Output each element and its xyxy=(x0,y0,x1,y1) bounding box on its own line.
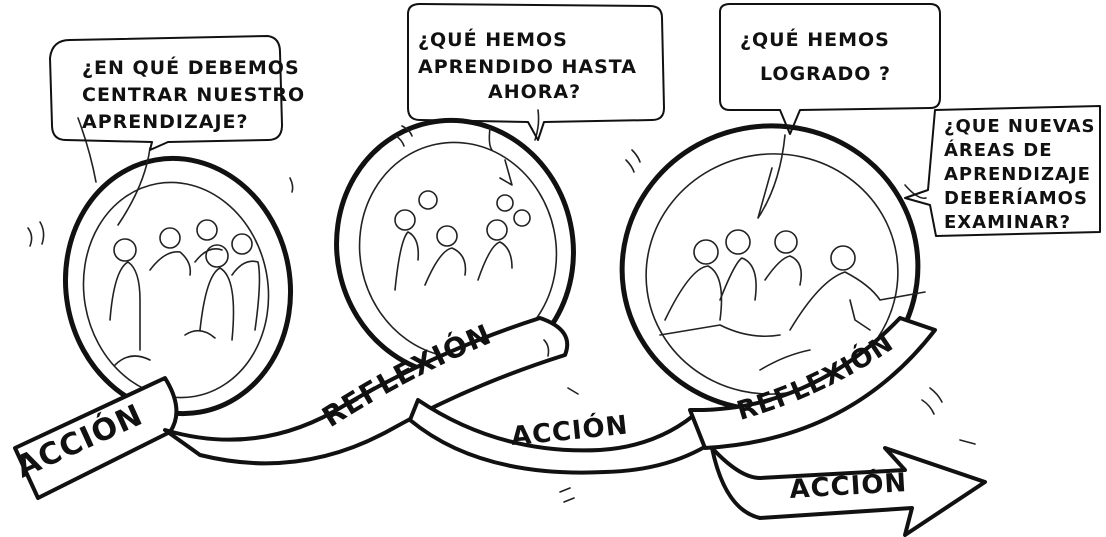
svg-text:LOGRADO ?: LOGRADO ? xyxy=(760,63,891,85)
svg-text:CENTRAR NUESTRO: CENTRAR NUESTRO xyxy=(82,84,305,106)
svg-text:¿QUE NUEVAS: ¿QUE NUEVAS xyxy=(944,116,1096,137)
svg-text:APRENDIDO HASTA: APRENDIDO HASTA xyxy=(418,56,637,78)
label-accion-2: ACCIÓN xyxy=(510,410,630,452)
speech-bubble-2: ¿QUÉ HEMOS APRENDIDO HASTA AHORA? xyxy=(407,3,665,141)
svg-text:¿QUÉ HEMOS: ¿QUÉ HEMOS xyxy=(418,28,568,51)
svg-text:¿QUÉ HEMOS: ¿QUÉ HEMOS xyxy=(740,28,890,51)
svg-text:¿EN QUÉ DEBEMOS: ¿EN QUÉ DEBEMOS xyxy=(82,56,300,79)
people-group-3 xyxy=(659,229,926,371)
action-reflection-band xyxy=(13,316,987,537)
people-group-1 xyxy=(109,219,261,366)
people-group-2 xyxy=(394,159,531,291)
loop-1 xyxy=(62,117,294,417)
motion-marks xyxy=(27,125,976,503)
svg-text:AHORA?: AHORA? xyxy=(488,81,581,103)
svg-text:DEBERÍAMOS: DEBERÍAMOS xyxy=(944,187,1088,209)
svg-text:EXAMINAR?: EXAMINAR? xyxy=(944,212,1071,233)
svg-text:APRENDIZAJE?: APRENDIZAJE? xyxy=(82,111,249,133)
speech-bubble-1: ¿EN QUÉ DEBEMOS CENTRAR NUESTRO APRENDIZ… xyxy=(49,35,305,151)
svg-text:APRENDIZAJE: APRENDIZAJE xyxy=(944,164,1091,185)
svg-text:ÁREAS DE: ÁREAS DE xyxy=(944,139,1053,161)
speech-bubble-3: ¿QUÉ HEMOS LOGRADO ? xyxy=(719,3,941,135)
speech-bubble-4: ¿QUE NUEVAS ÁREAS DE APRENDIZAJE DEBERÍA… xyxy=(904,105,1101,237)
